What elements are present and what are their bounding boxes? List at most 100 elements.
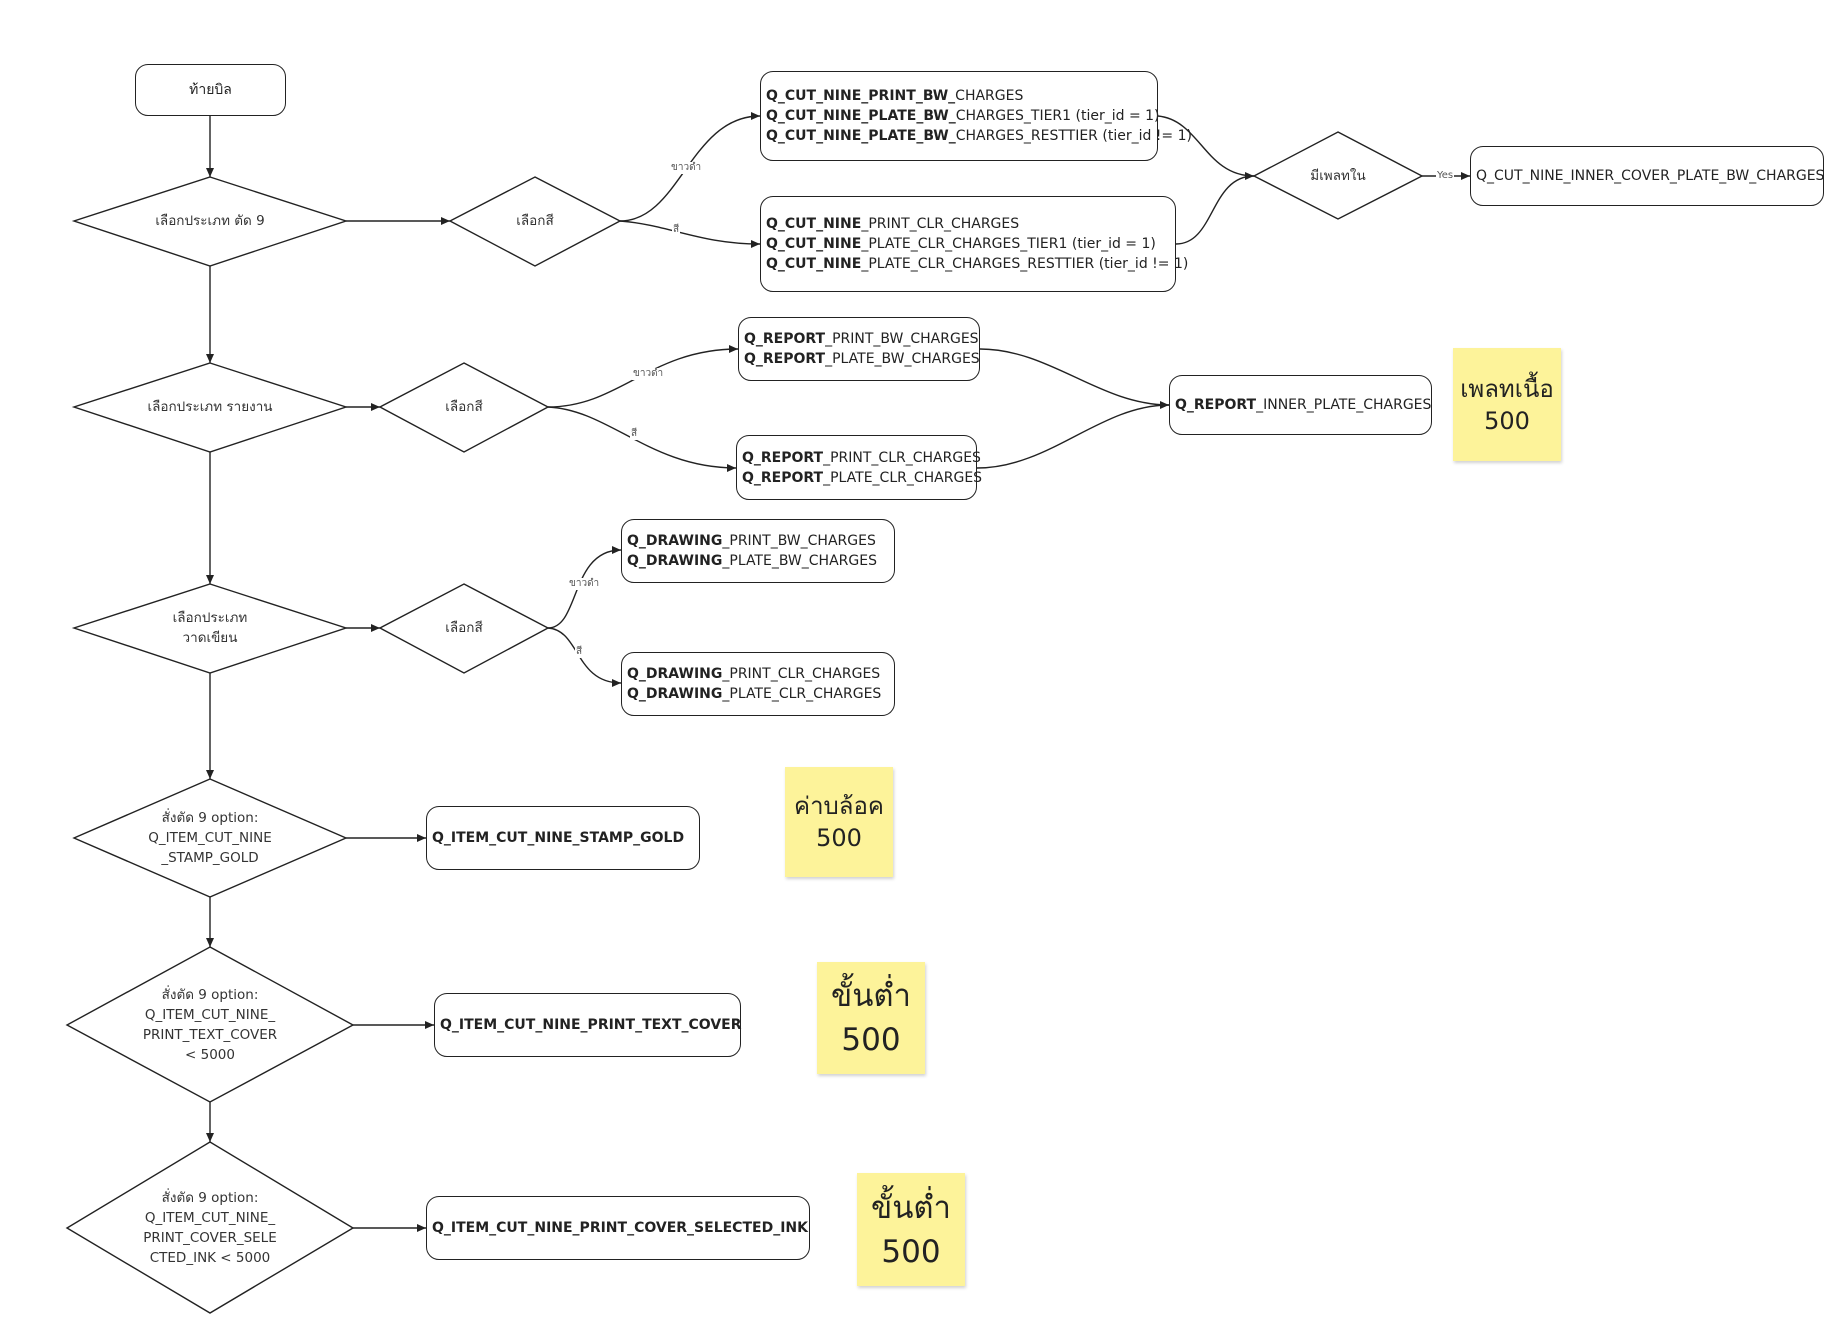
sticky-note-inner-plate[interactable]: เพลทเนื้อ 500 xyxy=(1453,348,1561,461)
edge-label-bw-2: ขาวดำ xyxy=(632,368,665,380)
decision-cut-nine xyxy=(71,176,349,267)
edge-cutbw-to-m1 xyxy=(1157,115,1255,180)
edge-label-clr-1: สี xyxy=(672,224,681,236)
edge-label-yes: Yes xyxy=(1436,170,1455,182)
decision-shapes xyxy=(65,131,1424,1314)
decision-drawing-label: เลือกประเภท วาดเขียน xyxy=(110,600,310,656)
sticky-title: ค่าบล้อค xyxy=(794,792,884,820)
box-line: Q_DRAWING_PLATE_CLR_CHARGES xyxy=(627,686,882,702)
d4-line-1: สั่งตัด 9 option: xyxy=(161,810,259,826)
edge-c1-clr xyxy=(619,220,761,248)
decision-report-label: เลือกประเภท รายงาน xyxy=(110,387,310,427)
sticky-title: ขั้นต่ำ xyxy=(831,978,911,1014)
decision-drawing xyxy=(71,583,349,674)
box-line: Q_DRAWING_PRINT_CLR_CHARGES xyxy=(627,666,881,682)
box-line: Q_REPORT_PLATE_BW_CHARGES xyxy=(744,351,980,367)
edge-repclr-to-inner xyxy=(976,404,1170,469)
decision-color-1-label: เลือกสี xyxy=(475,201,595,241)
box-print-cover-ink: Q_ITEM_CUT_NINE_PRINT_COVER_SELECTED_INK xyxy=(426,1196,810,1260)
edge-label-bw-1: ขาวดำ xyxy=(670,162,703,174)
box-report-bw: Q_REPORT_PRINT_BW_CHARGES Q_REPORT_PLATE… xyxy=(738,317,980,381)
sticky-note-minimum-1[interactable]: ขั้นต่ำ 500 xyxy=(817,962,925,1074)
sticky-note-block-cost[interactable]: ค่าบล้อค 500 xyxy=(785,767,893,877)
decision-stamp-gold xyxy=(72,778,348,898)
box-stamp-gold: Q_ITEM_CUT_NINE_STAMP_GOLD xyxy=(426,806,700,870)
decision-print-text-cover xyxy=(65,946,355,1103)
box-line: Q_CUT_NINE_PLATE_BW_CHARGES_TIER1 (tier_… xyxy=(766,108,1160,124)
c2-line-1: เลือกสี xyxy=(445,399,483,415)
box-line: Q_ITEM_CUT_NINE_PRINT_COVER_SELECTED_INK xyxy=(432,1220,808,1236)
box-drawing-clr: Q_DRAWING_PRINT_CLR_CHARGES Q_DRAWING_PL… xyxy=(621,652,895,716)
decision-cut-nine-label: เลือกประเภท ตัด 9 xyxy=(110,201,310,241)
box-line: Q_DRAWING_PLATE_BW_CHARGES xyxy=(627,553,877,569)
box-line: Q_CUT_NINE_PLATE_CLR_CHARGES_TIER1 (tier… xyxy=(766,236,1156,252)
d3-line-1: เลือกประเภท xyxy=(172,610,248,626)
edge-repbw-to-inner xyxy=(979,348,1170,409)
decision-color-3-label: เลือกสี xyxy=(404,608,524,648)
box-line: Q_DRAWING_PRINT_BW_CHARGES xyxy=(627,533,876,549)
decision-color-2-label: เลือกสี xyxy=(404,387,524,427)
decision-stamp-gold-label: สั่งตัด 9 option: Q_ITEM_CUT_NINE _STAMP… xyxy=(110,806,310,870)
decision-color-3 xyxy=(378,583,550,674)
decision-color-1 xyxy=(448,176,622,267)
d5-line-2: Q_ITEM_CUT_NINE_ xyxy=(144,1007,276,1023)
box-line: Q_REPORT_PRINT_CLR_CHARGES xyxy=(742,449,981,466)
edge-c3-clr xyxy=(547,627,622,687)
d5-line-1: สั่งตัด 9 option: xyxy=(161,987,259,1003)
box-report-inner-plate: Q_REPORT_INNER_PLATE_CHARGES xyxy=(1169,375,1432,435)
edge-cutclr-to-m1 xyxy=(1175,175,1255,245)
box-line: Q_ITEM_CUT_NINE_STAMP_GOLD xyxy=(432,830,685,846)
d4-line-3: _STAMP_GOLD xyxy=(161,850,259,866)
box-cut-nine-inner-cover: Q_CUT_NINE_INNER_COVER_PLATE_BW_CHARGES xyxy=(1470,146,1824,206)
box-line: Q_ITEM_CUT_NINE_PRINT_TEXT_COVER xyxy=(440,1017,742,1033)
d6-line-4: CTED_INK < 5000 xyxy=(149,1250,271,1266)
sticky-value: 500 xyxy=(816,824,862,852)
box-line: Q_REPORT_INNER_PLATE_CHARGES xyxy=(1175,397,1432,413)
d5-line-4: < 5000 xyxy=(185,1047,235,1063)
d2-line-1: เลือกประเภท รายงาน xyxy=(147,399,273,415)
decision-color-2 xyxy=(378,362,550,453)
d5-line-3: PRINT_TEXT_COVER xyxy=(142,1027,278,1043)
decision-print-text-cover-label: สั่งตัด 9 option: Q_ITEM_CUT_NINE_ PRINT… xyxy=(110,983,310,1067)
box-line: Q_CUT_NINE_PRINT_CLR_CHARGES xyxy=(766,216,1020,232)
box-line: Q_REPORT_PLATE_CLR_CHARGES xyxy=(742,469,983,486)
box-line: Q_CUT_NINE_PLATE_BW_CHARGES_RESTTIER (ti… xyxy=(766,128,1192,144)
d6-line-1: สั่งตัด 9 option: xyxy=(161,1190,259,1206)
connectors xyxy=(206,112,1470,1232)
decision-print-cover-ink-label: สั่งตัด 9 option: Q_ITEM_CUT_NINE_ PRINT… xyxy=(110,1186,310,1270)
d1-line-1: เลือกประเภท ตัด 9 xyxy=(155,213,265,229)
box-print-text-cover: Q_ITEM_CUT_NINE_PRINT_TEXT_COVER xyxy=(434,993,742,1057)
c3-line-1: เลือกสี xyxy=(445,620,483,636)
start-label: ท้ายบิล xyxy=(189,82,232,98)
edge-label-clr-3: สี xyxy=(575,646,584,658)
box-line: Q_CUT_NINE_PLATE_CLR_CHARGES_RESTTIER (t… xyxy=(766,256,1189,272)
decision-inner-plate-label: มีเพลทใน xyxy=(1278,156,1398,196)
box-line: Q_CUT_NINE_INNER_COVER_PLATE_BW_CHARGES xyxy=(1476,168,1825,184)
sticky-value: 500 xyxy=(881,1233,941,1270)
box-cut-nine-bw: Q_CUT_NINE_PRINT_BW_CHARGES Q_CUT_NINE_P… xyxy=(760,71,1192,161)
sticky-value: 500 xyxy=(1484,406,1530,435)
sticky-title: เพลทเนื้อ xyxy=(1460,374,1554,403)
sticky-title: ขั้นต่ำ xyxy=(871,1189,951,1226)
edge-label-clr-2: สี xyxy=(630,428,639,440)
edge-c2-clr xyxy=(547,406,737,472)
edge-label-bw-3: ขาวดำ xyxy=(568,578,601,590)
box-cut-nine-clr: Q_CUT_NINE_PRINT_CLR_CHARGES Q_CUT_NINE_… xyxy=(760,196,1189,292)
d3-line-2: วาดเขียน xyxy=(182,630,238,646)
decision-inner-plate xyxy=(1252,131,1424,220)
decision-report xyxy=(71,362,349,453)
sticky-note-minimum-2[interactable]: ขั้นต่ำ 500 xyxy=(857,1173,965,1286)
d6-line-3: PRINT_COVER_SELE xyxy=(143,1230,277,1246)
decision-print-cover-ink xyxy=(65,1141,355,1314)
box-drawing-bw: Q_DRAWING_PRINT_BW_CHARGES Q_DRAWING_PLA… xyxy=(621,519,895,583)
box-line: Q_CUT_NINE_PRINT_BW_CHARGES xyxy=(766,88,1024,104)
d4-line-2: Q_ITEM_CUT_NINE xyxy=(148,830,272,846)
d6-line-2: Q_ITEM_CUT_NINE_ xyxy=(144,1210,276,1226)
m1-line-1: มีเพลทใน xyxy=(1310,168,1366,184)
start-node: ท้ายบิล xyxy=(135,64,286,116)
box-line: Q_REPORT_PRINT_BW_CHARGES xyxy=(744,331,979,347)
c1-line-1: เลือกสี xyxy=(516,213,554,229)
box-report-clr: Q_REPORT_PRINT_CLR_CHARGES Q_REPORT_PLAT… xyxy=(736,435,983,500)
sticky-value: 500 xyxy=(841,1022,901,1058)
